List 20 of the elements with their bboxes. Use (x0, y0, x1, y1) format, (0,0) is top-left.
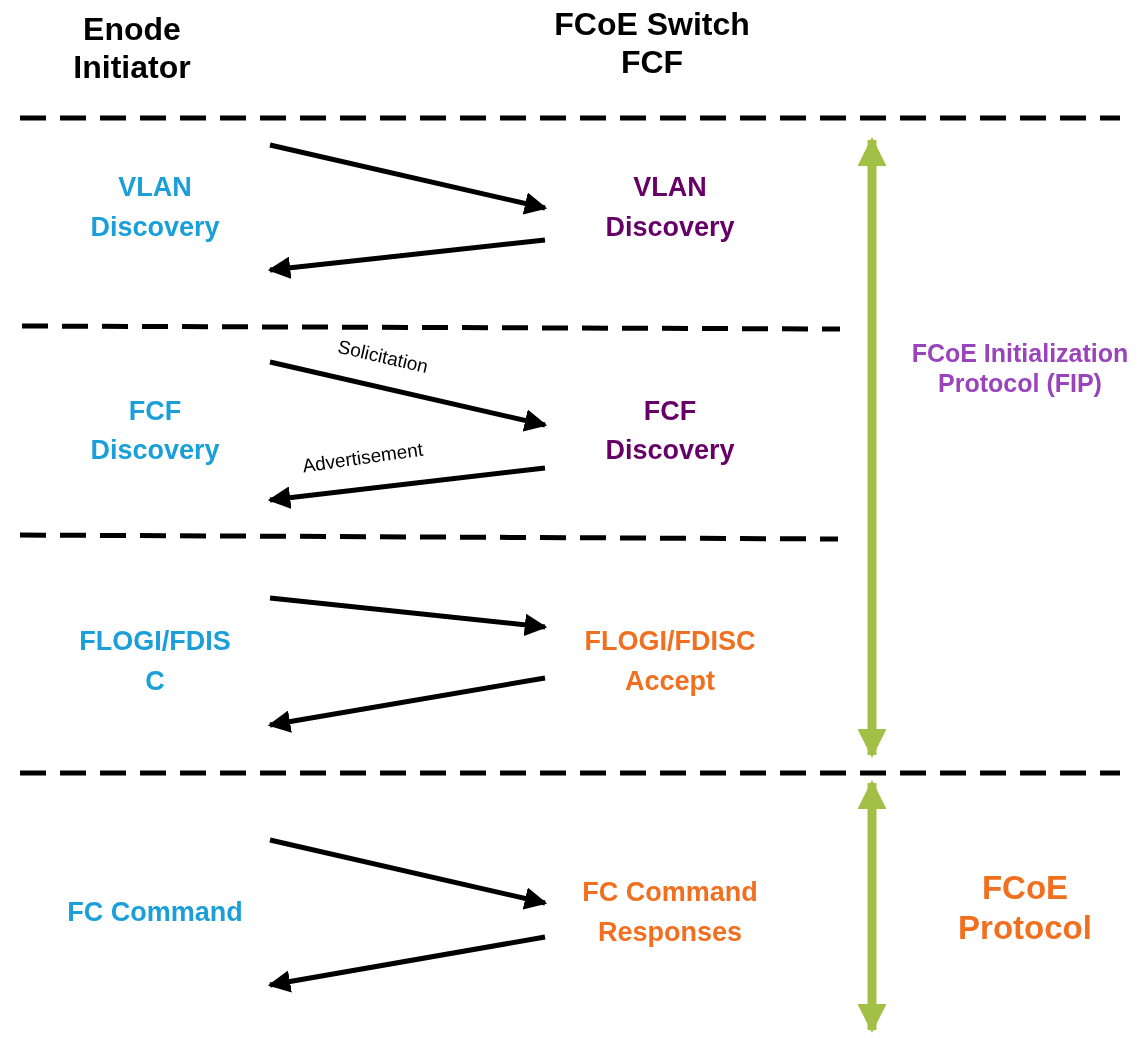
column-heading: Enode Initiator (72, 10, 192, 87)
message-text: FC Command Responses (545, 835, 795, 990)
message-text: FCF Discovery (545, 357, 795, 505)
arrow (269, 142, 548, 215)
arrow (267, 934, 546, 993)
arrow (267, 465, 546, 509)
arrow (267, 237, 546, 279)
message-text: FLOGI/FDISC Accept (545, 593, 795, 730)
message-text: VLAN Discovery (40, 140, 270, 275)
message-text: FCF Discovery (40, 357, 270, 505)
column-heading: FCoE Switch FCF (553, 5, 751, 82)
arrow (269, 359, 548, 432)
message-text: FC Command (40, 835, 270, 990)
phase-label: FCoE Protocol (957, 868, 1093, 948)
arrow (269, 837, 548, 910)
arrow (269, 595, 548, 637)
phase-label: FCoE Initialization Protocol (FIP) (910, 338, 1130, 398)
message-text: VLAN Discovery (545, 140, 795, 275)
message-text: FLOGI/FDIS C (40, 593, 270, 730)
arrow (267, 675, 546, 733)
